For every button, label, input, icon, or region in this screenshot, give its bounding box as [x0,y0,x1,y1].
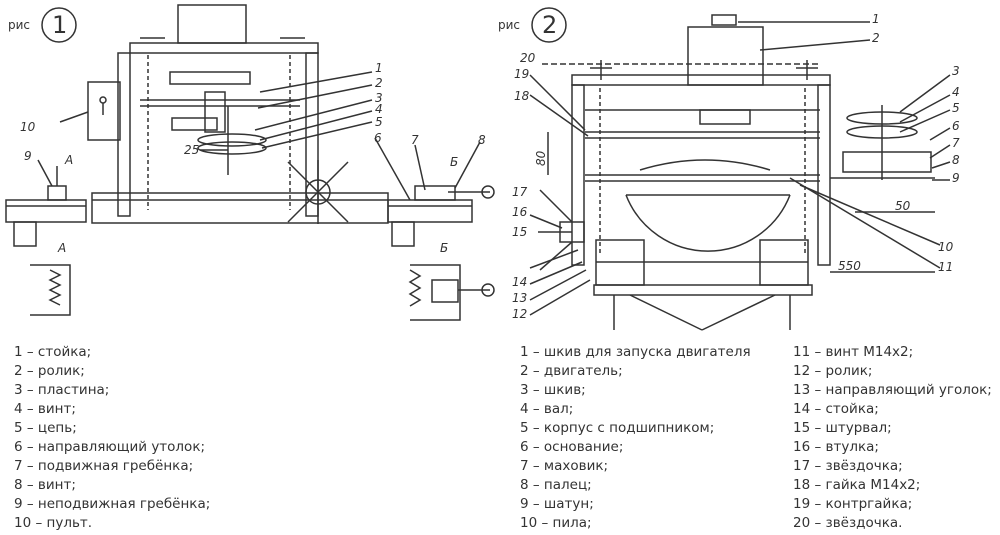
fig2-left-post [571,84,585,266]
fig2-legend-item: 14 – стойка; [793,401,879,417]
fig1-movable-comb [387,199,473,223]
fig2-legend-column-2: 11 – винт М14х2; 12 – ролик; 13 – направ… [793,343,992,533]
fig1-callout-1: 1 [375,61,383,75]
fig1-view-b-title: Б [440,241,448,255]
fig2-callout-4: 4 [952,85,960,99]
fig1-legend-item: 9 – неподвижная гребёнка; [14,496,211,512]
fig2-callout-18: 18 [514,89,530,103]
fig2-callout-1: 1 [872,12,880,26]
fig1-callout-6: 6 [374,131,382,145]
fig2-callout-19: 19 [514,67,529,81]
fig2-callout-17: 17 [512,185,528,199]
fig2-legend-column-1: 1 – шкив для запуска двигателя 2 – двига… [520,343,751,533]
fig2-legend-item: 13 – направляющий уголок; [793,382,992,398]
fig1-view-a-title: А [57,241,66,255]
fig2-callout-15: 15 [512,225,527,239]
fig2-callout-3: 3 [952,64,960,78]
fig2-engine [687,26,764,86]
fig1-top-column [177,4,247,44]
fig2-callout-10: 10 [938,240,954,254]
fig1-legend-item: 7 – подвижная гребёнка; [14,458,194,474]
fig2-legend-item: 18 – гайка М14х2; [793,477,921,493]
fig1-legend-item: 10 – пульт. [14,515,93,531]
fig2-caption-prefix: рис [498,18,520,32]
figure-1-drawing [5,4,495,321]
fig2-callout-13: 13 [512,291,527,305]
fig2-callout-14: 14 [512,275,527,289]
fig1-number-circle [41,7,77,43]
fig2-callout-20: 20 [520,51,536,65]
drawing-sheet: рис 1 1 2 3 4 5 6 7 8 9 10 25 А Б А Б ри… [5,4,960,331]
fig1-legend-item: 6 – направляющий утолок; [14,439,206,455]
fig2-saw-blade [625,194,791,252]
fig2-legend-item: 11 – винт М14х2; [793,344,914,360]
fig2-legend-item: 12 – ролик; [793,363,873,379]
fig2-legend-item: 15 – штурвал; [793,420,892,436]
fig2-legend-item: 9 – шатун; [520,496,594,512]
fig2-legend-item: 4 – вал; [520,401,574,417]
fig2-legend-item: 5 – корпус с подшипником; [520,420,715,436]
fig1-callout-8: 8 [478,133,486,147]
fig1-caption-prefix: рис [8,18,30,32]
fig2-legend-item: 8 – палец; [520,477,592,493]
fig2-callout-2: 2 [872,31,880,45]
fig1-legend-item: 4 – винт; [14,401,76,417]
fig1-legend-item: 3 – пластина; [14,382,110,398]
fig2-number-circle [531,7,567,43]
fig2-callout-9: 9 [952,171,960,185]
fig2-number: 2 [542,11,557,39]
fig2-callout-16: 16 [512,205,528,219]
fig1-legend: 1 – стойка; 2 – ролик; 3 – пластина; 4 –… [14,343,210,533]
fig1-view-a-mark: А [64,153,73,167]
fig1-number: 1 [52,11,67,39]
fig1-legend-item: 2 – ролик; [14,363,85,379]
fig2-pulley-block [699,109,751,125]
fig2-legend-item: 2 – двигатель; [520,363,623,379]
fig2-callout-12: 12 [512,307,527,321]
fig1-legend-item: 8 – винт; [14,477,76,493]
fig1-roller-assembly [169,71,251,85]
fig2-start-pulley [711,14,737,26]
fig2-callout-11: 11 [938,260,953,274]
fig2-legend-item: 1 – шкив для запуска двигателя [520,344,751,360]
fig2-base-table [593,284,813,296]
fig1-callout-3: 3 [375,91,383,105]
fig1-callout-10: 10 [20,120,36,134]
fig2-callout-5: 5 [952,101,960,115]
fig2-dimension-550: 550 [838,259,861,273]
fig1-callout-5: 5 [375,115,383,129]
fig2-legend-item: 3 – шкив; [520,382,586,398]
fig2-legend-item: 7 – маховик; [520,458,609,474]
fig1-callout-7: 7 [411,133,419,147]
fig1-callout-2: 2 [375,76,383,90]
fig2-legend-item: 6 – основание; [520,439,624,455]
fig1-section-b [410,264,461,321]
fig1-view-b-mark: Б [450,155,458,169]
fig1-left-post [117,52,131,217]
fig2-dimension-50: 50 [895,199,911,213]
fig1-top-beam [129,42,319,54]
fig1-legend-item: 5 – цепь; [14,420,77,436]
fig1-dimension-25: 25 [184,143,199,157]
fig1-chain-sprocket [197,133,267,147]
fig2-callout-8: 8 [952,153,960,167]
figure-2-drawing [529,7,951,331]
fig2-legend-item: 10 – пила; [520,515,592,531]
fig2-dimension-80: 80 [534,150,548,166]
fig2-legend-item: 16 – втулка; [793,439,879,455]
fig2-callout-7: 7 [952,136,960,150]
fig2-legend-item: 17 – звёздочка; [793,458,903,474]
fig2-flywheel [842,151,932,173]
fig2-legend-item: 19 – контргайка; [793,496,913,512]
fig1-fixed-comb [5,199,87,223]
fig1-callout-9: 9 [24,149,32,163]
fig1-legend-item: 1 – стойка; [14,344,92,360]
fig1-control-panel [87,81,121,141]
fig2-callout-6: 6 [952,119,960,133]
fig2-top-beam [571,74,831,86]
fig2-legend-item: 20 – звёздочка. [793,515,903,531]
fig1-callout-4: 4 [375,102,383,116]
fig1-section-a [30,264,71,316]
